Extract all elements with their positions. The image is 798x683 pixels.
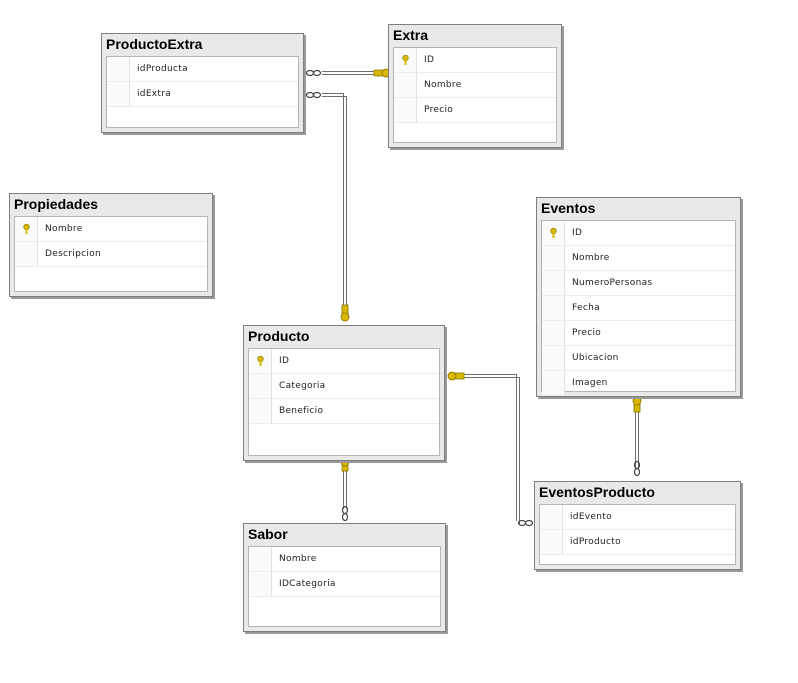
table-title[interactable]: Producto [248, 328, 310, 344]
column-name: Fecha [572, 303, 600, 313]
column-row[interactable]: Precio [542, 321, 735, 346]
column-row[interactable]: ID [542, 221, 735, 246]
column-row[interactable]: Nombre [249, 547, 440, 572]
column-name: Nombre [572, 253, 610, 263]
table-title[interactable]: Sabor [248, 526, 288, 542]
column-row[interactable]: idEvento [540, 505, 735, 530]
column-row[interactable]: Categoria [249, 374, 439, 399]
column-row[interactable]: Beneficio [249, 399, 439, 424]
column-row[interactable]: Nombre [542, 246, 735, 271]
infinity-icon [341, 505, 349, 522]
table-title[interactable]: ProductoExtra [106, 36, 203, 52]
column-name: Imagen [572, 378, 608, 388]
key-icon [23, 224, 30, 234]
column-grid: idProducta idExtra [106, 56, 299, 128]
key-icon [402, 55, 409, 65]
column-row[interactable]: IDCategoria [249, 572, 440, 597]
column-row[interactable]: ID [249, 349, 439, 374]
column-name: idEvento [570, 512, 612, 522]
column-row[interactable]: idProducto [540, 530, 735, 555]
table-title[interactable]: EventosProducto [539, 484, 655, 500]
table-propiedades[interactable]: Propiedades Nombre Descripcion [9, 193, 213, 297]
column-row[interactable]: Precio [394, 98, 556, 123]
column-name: Ubicacion [572, 353, 619, 363]
column-row[interactable]: idExtra [107, 82, 298, 107]
column-grid: ID Nombre Precio [393, 47, 557, 143]
column-name: Precio [424, 105, 454, 115]
column-name: Precio [572, 328, 602, 338]
column-name: NumeroPersonas [572, 278, 653, 288]
column-grid: ID Categoria Beneficio [248, 348, 440, 456]
table-producto[interactable]: Producto ID Categoria Beneficio [243, 325, 445, 461]
column-name: ID [424, 55, 435, 65]
column-grid: Nombre IDCategoria [248, 546, 441, 627]
column-row[interactable]: ID [394, 48, 556, 73]
column-name: Nombre [424, 80, 462, 90]
relationship-productoextra-producto [322, 93, 347, 312]
key-icon [550, 228, 557, 238]
table-eventosproducto[interactable]: EventosProducto idEvento idProducto [534, 481, 741, 570]
table-title[interactable]: Eventos [541, 200, 596, 216]
column-name: Nombre [45, 224, 83, 234]
table-title[interactable]: Propiedades [14, 196, 99, 212]
column-name: ID [572, 228, 583, 238]
column-name: ID [279, 356, 290, 366]
column-grid: Nombre Descripcion [14, 216, 208, 292]
column-name: idProducto [570, 537, 621, 547]
column-row[interactable]: idProducta [107, 57, 298, 82]
relationship-sabor-producto [343, 470, 347, 509]
key-icon [257, 356, 264, 366]
column-grid: ID Nombre NumeroPersonas Fecha Precio Ub… [541, 220, 736, 396]
relationship-productoextra-extra [322, 71, 374, 75]
column-name: Nombre [279, 554, 317, 564]
table-eventos[interactable]: Eventos ID Nombre NumeroPersonas Fecha P… [536, 197, 741, 397]
table-extra[interactable]: Extra ID Nombre Precio [388, 24, 562, 148]
relationship-eventosproducto-eventos [635, 408, 639, 468]
column-row[interactable]: NumeroPersonas [542, 271, 735, 296]
table-title[interactable]: Extra [393, 27, 429, 43]
column-row[interactable]: Nombre [15, 217, 207, 242]
key-icon [447, 371, 465, 381]
column-name: idExtra [137, 89, 172, 99]
column-row[interactable]: Ubicacion [542, 346, 735, 371]
key-icon [340, 304, 350, 322]
column-name: Descripcion [45, 249, 101, 259]
column-row[interactable]: Nombre [394, 73, 556, 98]
infinity-icon [517, 519, 534, 527]
table-productoextra[interactable]: ProductoExtra idProducta idExtra [101, 33, 304, 133]
infinity-icon [305, 69, 322, 77]
key-icon [632, 396, 642, 413]
column-grid: idEvento idProducto [539, 504, 736, 565]
column-name: Beneficio [279, 406, 324, 416]
column-name: Categoria [279, 381, 326, 391]
table-sabor[interactable]: Sabor Nombre IDCategoria [243, 523, 446, 632]
infinity-icon [305, 91, 322, 99]
column-name: idProducta [137, 64, 188, 74]
column-row[interactable]: Imagen [542, 371, 735, 396]
relationship-eventosproducto-producto [463, 374, 520, 524]
infinity-icon [633, 460, 641, 477]
column-row[interactable]: Fecha [542, 296, 735, 321]
column-name: IDCategoria [279, 579, 336, 589]
column-row[interactable]: Descripcion [15, 242, 207, 267]
